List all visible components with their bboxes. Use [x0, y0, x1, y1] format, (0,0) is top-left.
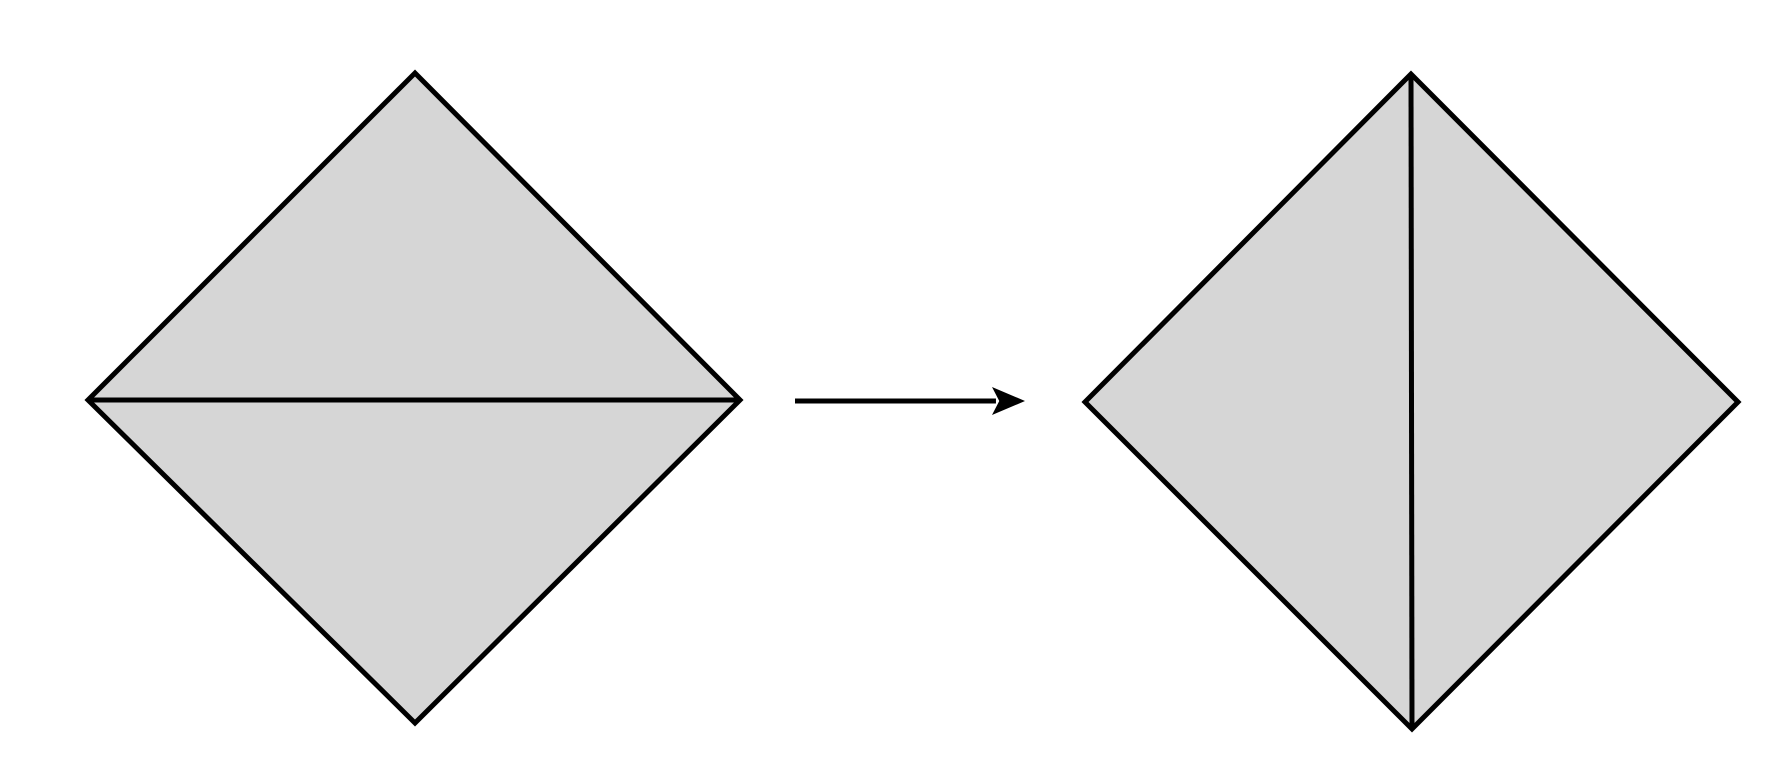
right-diamond-vertical-diagonal — [1408, 73, 1415, 730]
right-diamond-outline — [1081, 70, 1742, 733]
left-diamond-group[interactable] — [84, 69, 744, 727]
arrow-head-icon — [992, 387, 1025, 415]
right-diamond-group[interactable] — [1081, 70, 1742, 733]
transformation-arrow-group[interactable] — [795, 387, 1025, 415]
